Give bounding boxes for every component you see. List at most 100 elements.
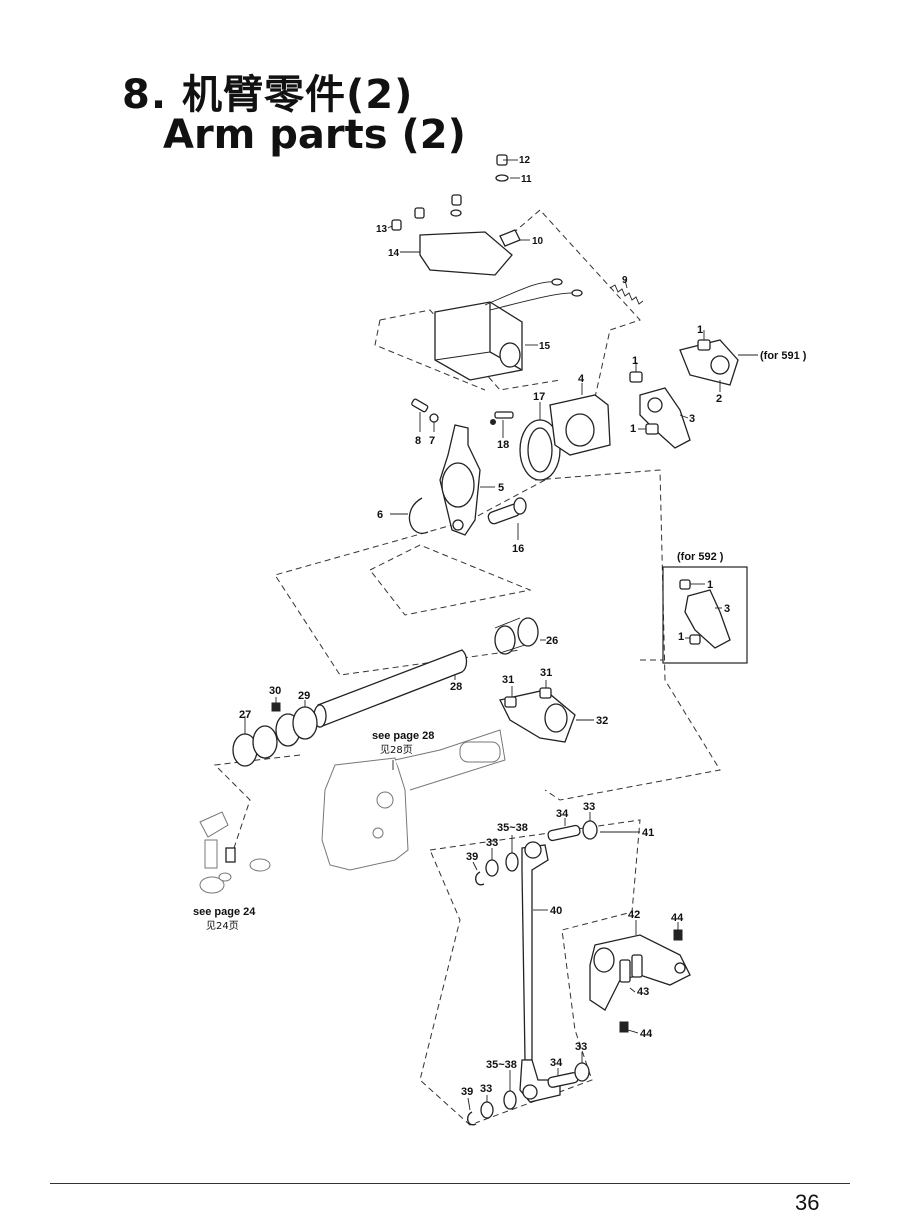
- clip-39-a: [472, 861, 485, 886]
- label-35-38-a: 35~38: [497, 822, 528, 834]
- footer-rule: [50, 1183, 850, 1184]
- screw-18: [490, 411, 514, 438]
- label-11: 11: [521, 174, 532, 185]
- label-28: 28: [450, 681, 462, 693]
- label-14: 14: [388, 248, 400, 259]
- label-5: 5: [498, 482, 504, 494]
- label-8: 8: [415, 435, 421, 447]
- label-42: 42: [628, 909, 640, 921]
- note-for-591: (for 591 ): [760, 350, 807, 362]
- washer-33-c: [574, 1052, 590, 1082]
- pin-8: [411, 398, 429, 432]
- washer-33-a: [582, 812, 598, 840]
- bearing-35-38-b: [503, 1070, 517, 1110]
- label-26: 26: [546, 635, 558, 647]
- svg-text:见28页: 见28页: [380, 744, 413, 756]
- holder-3: [639, 387, 691, 449]
- note-for-592: (for 592 ): [677, 551, 724, 563]
- label-6: 6: [377, 509, 383, 521]
- label-32: 32: [596, 715, 608, 727]
- label-1-b: 1: [630, 423, 636, 435]
- washer-11: [495, 174, 520, 182]
- page-title-cn: 8. 机臂零件(2): [122, 72, 414, 118]
- label-44-a: 44: [671, 912, 684, 924]
- label-29: 29: [298, 690, 310, 702]
- label-33-c: 33: [575, 1041, 587, 1053]
- nut-7: [429, 413, 439, 432]
- see-page-24-note: see page 24 见24页: [193, 906, 256, 932]
- label-34-b: 34: [550, 1057, 563, 1069]
- label-1-c: 1: [697, 324, 703, 336]
- screw-30: [271, 697, 281, 712]
- shaft-28: [313, 649, 468, 728]
- label-17: 17: [533, 391, 545, 403]
- label-2: 2: [716, 393, 722, 405]
- screw-1-a: [629, 362, 643, 383]
- page-number: 36: [795, 1190, 820, 1215]
- label-39-b: 39: [461, 1086, 473, 1098]
- label-41: 41: [642, 827, 654, 839]
- label-30: 30: [269, 685, 281, 697]
- collar-29: [275, 700, 318, 747]
- label-1-a: 1: [632, 355, 638, 367]
- label-31-b: 31: [540, 667, 552, 679]
- svg-text:see page 28: see page 28: [372, 730, 434, 742]
- plate-5: [439, 424, 495, 536]
- cam-4: [549, 383, 611, 456]
- label-31-a: 31: [502, 674, 514, 686]
- label-3-a: 3: [689, 413, 695, 425]
- clamp-32: [499, 680, 594, 743]
- pin-34-b: [547, 1068, 579, 1088]
- label-7: 7: [429, 435, 435, 447]
- bracket-14: [400, 231, 513, 276]
- spring-9: [609, 279, 644, 305]
- screw-44-a: [673, 922, 683, 941]
- label-10: 10: [532, 236, 544, 247]
- crank-reference: [199, 811, 271, 894]
- see-page-28-note: see page 28 见28页: [372, 730, 434, 756]
- page-title-en: Arm parts (2): [163, 112, 466, 158]
- pin-34-a: [547, 818, 581, 842]
- svg-text:见24页: 见24页: [206, 920, 239, 932]
- clip-39-b: [466, 1097, 477, 1126]
- bearing-27: [232, 716, 278, 767]
- label-33-a: 33: [583, 801, 595, 813]
- washer-33-b: [485, 848, 499, 877]
- rod-40-lower: [519, 1059, 561, 1103]
- label-15: 15: [539, 341, 551, 352]
- inset-for-592: [662, 566, 748, 664]
- label-40: 40: [550, 905, 562, 917]
- screw-44-b: [619, 1021, 639, 1034]
- solenoid-15: [434, 278, 583, 381]
- label-27: 27: [239, 709, 251, 721]
- callout-labels: 12 11 13 10 14 9 15 1 (for 591 ) 1 4 2 1…: [239, 155, 807, 1098]
- rod-40: [521, 841, 549, 1061]
- label-12: 12: [519, 155, 531, 166]
- label-43: 43: [637, 986, 649, 998]
- label-34-a: 34: [556, 808, 569, 820]
- label-13: 13: [376, 224, 388, 235]
- label-33-d: 33: [480, 1083, 492, 1095]
- screw-1-b: [638, 423, 659, 435]
- label-39-a: 39: [466, 851, 478, 863]
- label-35-38-b: 35~38: [486, 1059, 517, 1071]
- label-9: 9: [622, 275, 628, 286]
- label-3-b: 3: [724, 603, 730, 615]
- screw-1-c: [697, 330, 711, 351]
- clamp-2: [679, 339, 758, 392]
- svg-text:see page 24: see page 24: [193, 906, 256, 918]
- clip-10: [499, 229, 530, 247]
- label-16: 16: [512, 543, 524, 555]
- screw-43: [619, 954, 643, 993]
- bearing-26: [494, 617, 546, 655]
- needle-bearing-17: [519, 402, 561, 481]
- label-33-b: 33: [486, 837, 498, 849]
- label-1-e: 1: [678, 631, 684, 643]
- retaining-ring-6: [390, 497, 429, 534]
- label-44-b: 44: [640, 1028, 653, 1040]
- washer-33-d: [480, 1095, 494, 1119]
- bearing-35-38-a: [505, 835, 519, 872]
- screw-12: [496, 154, 518, 166]
- label-4: 4: [578, 373, 585, 385]
